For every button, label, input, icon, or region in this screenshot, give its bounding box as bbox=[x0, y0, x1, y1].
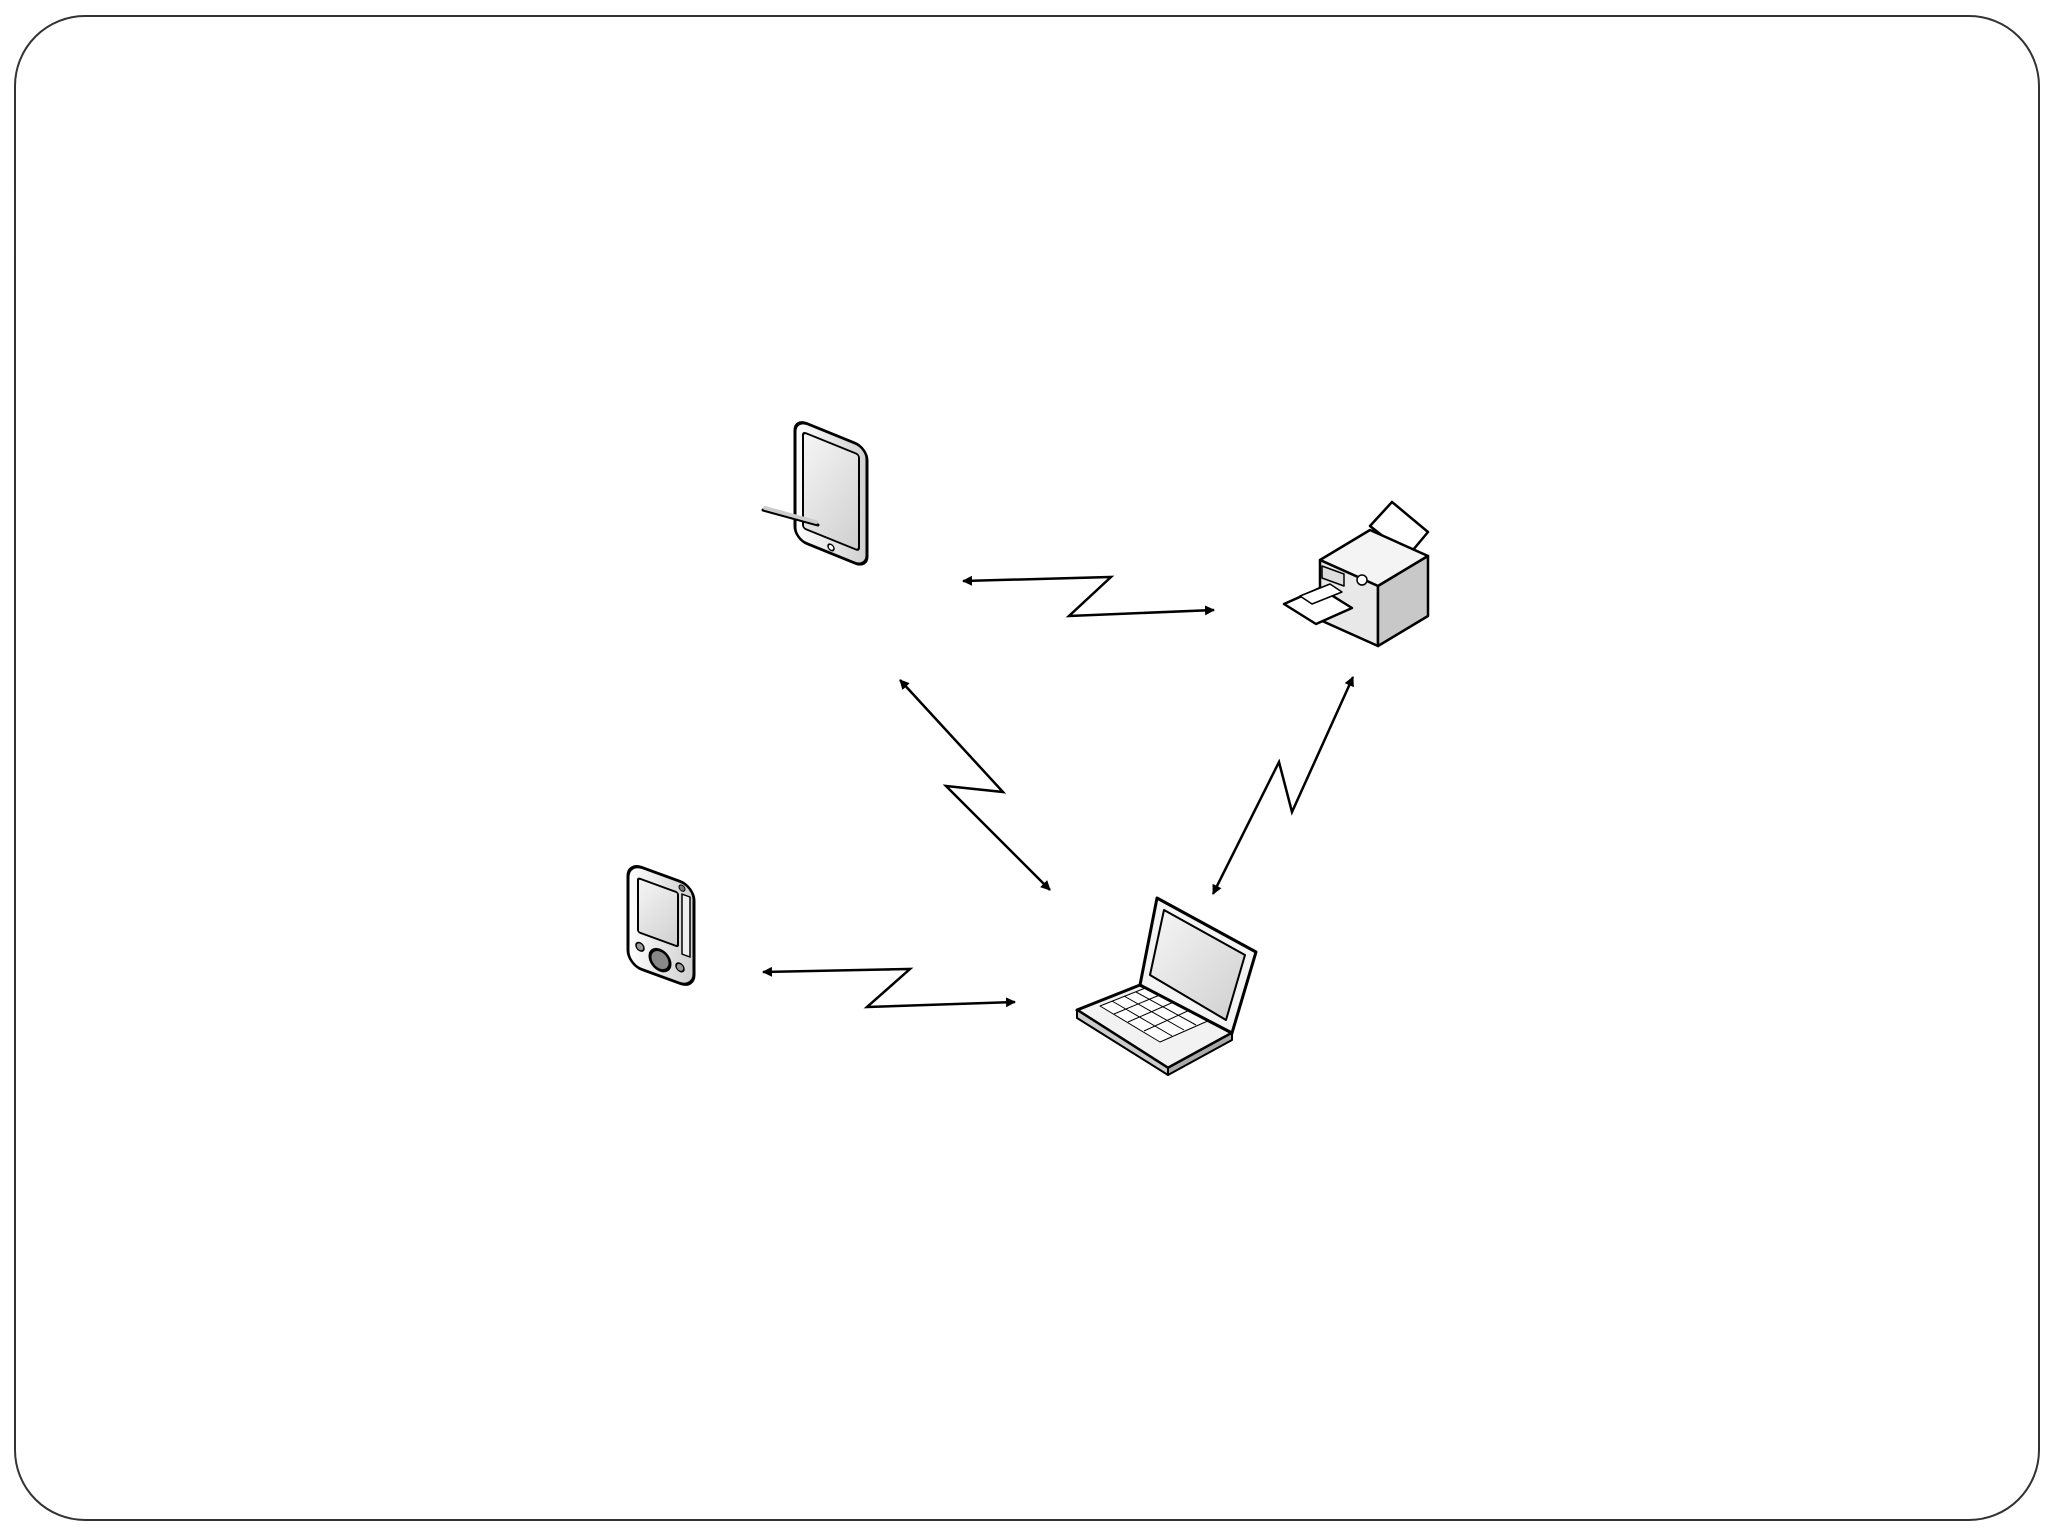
slide-frame bbox=[15, 16, 2039, 1520]
